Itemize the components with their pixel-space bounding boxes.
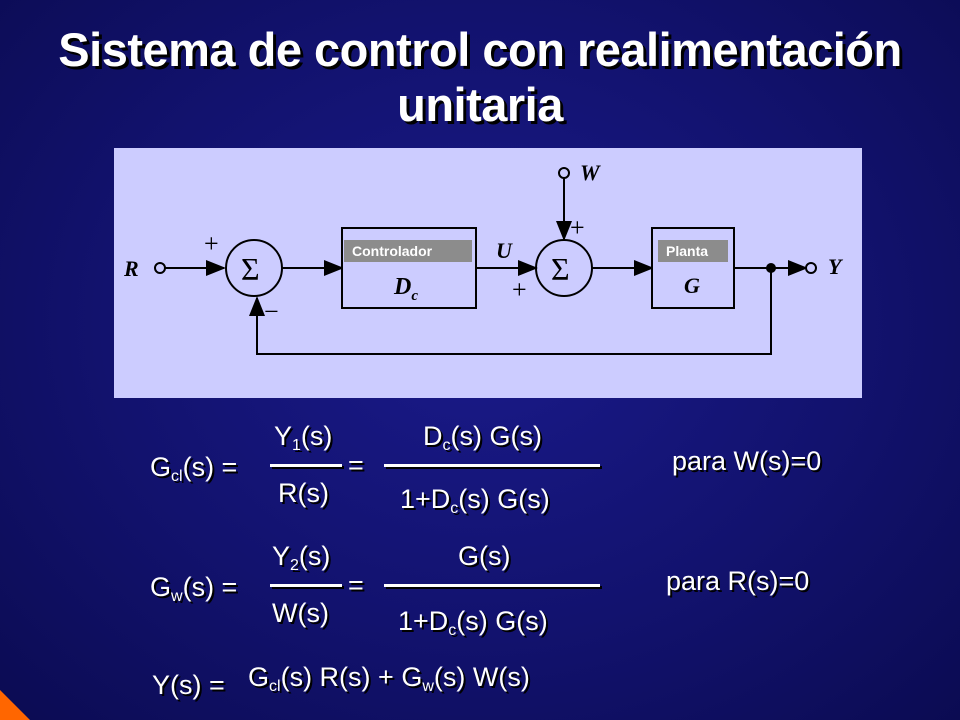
input-label-r: R bbox=[123, 256, 139, 281]
control-signal-label-u: U bbox=[496, 238, 513, 263]
sum2-plus-top: + bbox=[570, 213, 585, 242]
eq2-fraction-line-2 bbox=[384, 584, 600, 587]
eq3-lhs: Y(s) = bbox=[152, 670, 225, 700]
eq2-condition: para R(s)=0 bbox=[666, 566, 810, 596]
input-terminal bbox=[154, 262, 166, 274]
eq1-denominator-2: 1+Dc(s) G(s) bbox=[400, 484, 550, 517]
plant-label-bg bbox=[658, 240, 728, 262]
eq1-numerator-2: Dc(s) G(s) bbox=[423, 421, 542, 454]
controller-symbol: Dc bbox=[393, 274, 418, 304]
eq1-numerator-1: Y1(s) bbox=[274, 421, 333, 454]
eq3-rhs: Gcl(s) R(s) + Gw(s) W(s) bbox=[248, 662, 530, 695]
plant-symbol: G bbox=[684, 273, 700, 298]
output-label-y: Y bbox=[828, 254, 844, 279]
eq1-condition: para W(s)=0 bbox=[672, 446, 822, 476]
eq2-denominator-1: W(s) bbox=[272, 598, 329, 628]
disturbance-terminal bbox=[558, 167, 570, 179]
sum1-minus-sign: − bbox=[264, 297, 279, 326]
eq2-denominator-2: 1+Dc(s) G(s) bbox=[398, 606, 548, 639]
sum2-plus-bottom: + bbox=[512, 275, 527, 304]
eq2-equals: = bbox=[348, 570, 364, 600]
eq1-denominator-1: R(s) bbox=[278, 478, 329, 508]
eq1-lhs: Gcl(s) = bbox=[150, 452, 238, 485]
sum1-plus-sign: + bbox=[204, 229, 219, 258]
eq2-fraction-line-1 bbox=[270, 584, 342, 587]
block-diagram-svg: R Σ + − Controlador Dc U Σ + + W Planta bbox=[123, 160, 844, 355]
disturbance-label-w: W bbox=[580, 160, 601, 185]
controller-label: Controlador bbox=[352, 243, 433, 259]
block-diagram: R Σ + − Controlador Dc U Σ + + W Planta bbox=[114, 148, 862, 398]
feedback-path bbox=[249, 268, 772, 355]
controller-label-bg bbox=[344, 240, 472, 262]
eq1-equals: = bbox=[348, 450, 364, 480]
accent-corner bbox=[0, 690, 30, 720]
sum-symbol-1: Σ bbox=[241, 251, 260, 287]
slide-title: Sistema de control con realimentación un… bbox=[58, 23, 902, 131]
eq2-numerator-2: G(s) bbox=[458, 541, 511, 571]
eq2-numerator-1: Y2(s) bbox=[272, 541, 331, 574]
output-terminal bbox=[805, 262, 817, 274]
eq1-fraction-line-2 bbox=[384, 464, 600, 467]
plant-label: Planta bbox=[666, 243, 708, 259]
eq1-fraction-line-1 bbox=[270, 464, 342, 467]
eq2-lhs: Gw(s) = bbox=[150, 572, 238, 605]
sum-symbol-2: Σ bbox=[551, 251, 570, 287]
